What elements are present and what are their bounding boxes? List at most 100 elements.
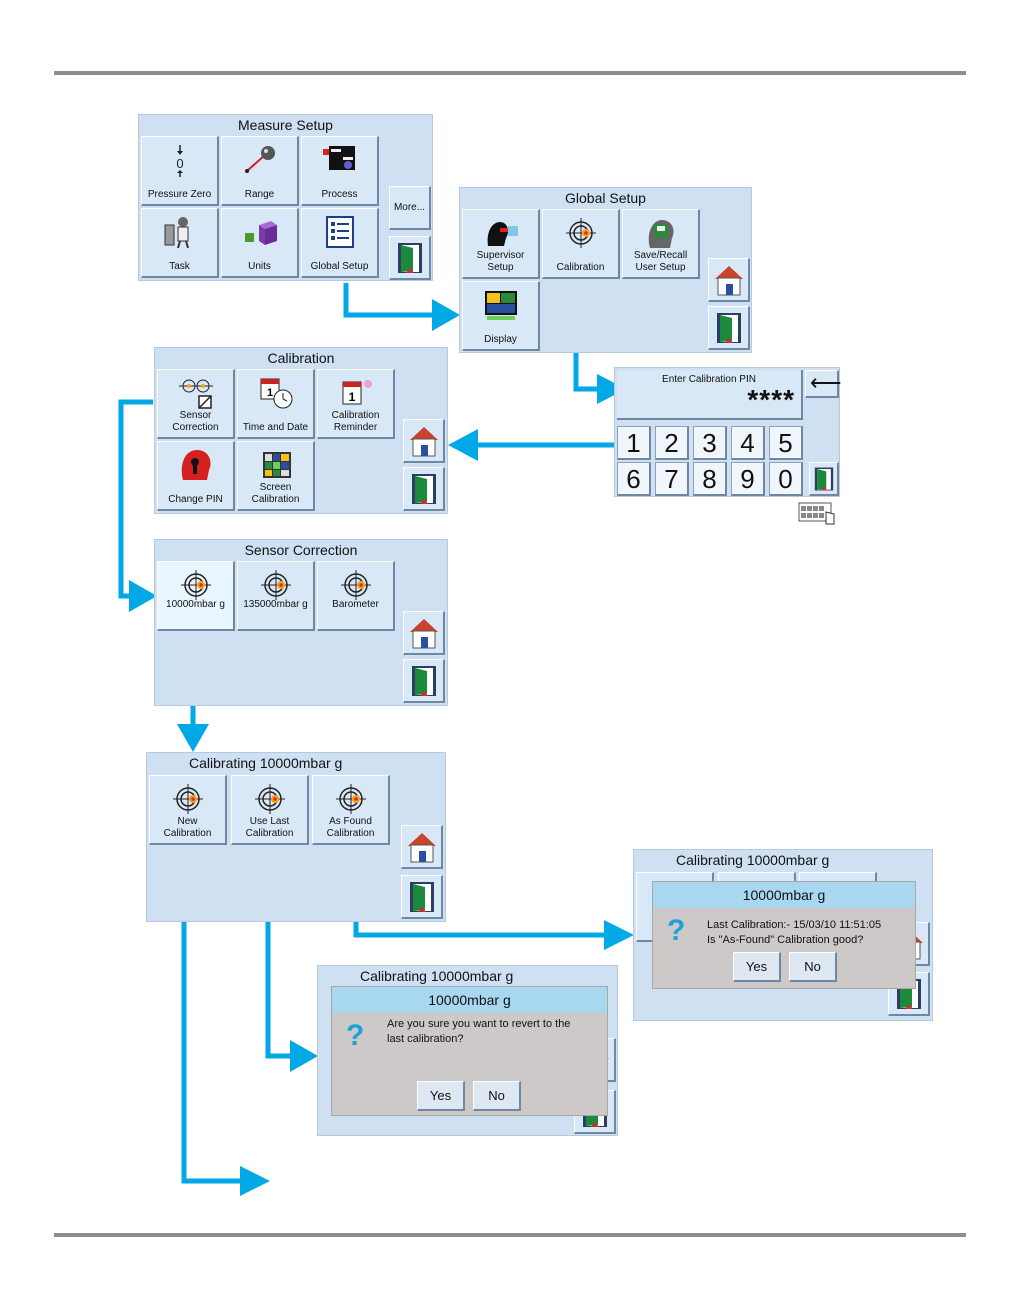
screen-calibration-button[interactable]: Screen Calibration <box>237 441 315 511</box>
pin-value: **** <box>747 384 795 415</box>
supervisor-setup-button[interactable]: Supervisor Setup <box>462 209 540 279</box>
arrowhead-6 <box>604 920 634 950</box>
dialog-header: 10000mbar g <box>332 987 607 1013</box>
units-button[interactable]: Units <box>221 208 299 278</box>
key-2[interactable]: 2 <box>655 426 689 460</box>
door-icon <box>398 243 422 273</box>
calibration-panel: Calibration Sensor Correction 1 Time and… <box>154 347 448 514</box>
target-icon <box>337 568 375 602</box>
door-icon <box>412 666 436 696</box>
process-button[interactable]: Process <box>301 136 379 206</box>
measure-setup-panel: Measure Setup 0 Pressure Zero Range Proc… <box>138 114 433 281</box>
zero-icon: 0 <box>161 143 199 177</box>
exit-button[interactable] <box>809 462 839 496</box>
exit-button[interactable] <box>401 875 443 919</box>
exit-button[interactable] <box>403 467 445 511</box>
display-button[interactable]: Display <box>462 281 540 351</box>
use-last-calibration-button[interactable]: Use Last Calibration <box>231 775 309 845</box>
calibration-reminder-button[interactable]: 1 Calibration Reminder <box>317 369 395 439</box>
pin-entry-panel: Enter Calibration PIN **** ⟵ 1 2 3 4 5 6… <box>614 367 842 497</box>
no-button[interactable]: No <box>473 1081 521 1111</box>
change-pin-button[interactable]: Change PIN <box>157 441 235 511</box>
sensor-135000-button[interactable]: 135000mbar g <box>237 561 315 631</box>
zero-glyph: 0 <box>176 156 183 171</box>
key-1[interactable]: 1 <box>617 426 651 460</box>
button-label: Range <box>244 189 275 200</box>
button-label: 135000mbar g <box>243 599 308 610</box>
exit-button[interactable] <box>708 306 750 350</box>
button-label: Supervisor Setup <box>476 250 525 273</box>
save-recall-button[interactable]: Save/Recall User Setup <box>622 209 700 279</box>
home-button[interactable] <box>708 258 750 302</box>
button-label: New Calibration <box>163 816 212 839</box>
key-9[interactable]: 9 <box>731 462 765 496</box>
yes-button[interactable]: Yes <box>417 1081 465 1111</box>
button-label: Change PIN <box>168 494 223 505</box>
button-label: Global Setup <box>310 261 369 272</box>
checklist-icon <box>321 215 359 249</box>
panel-title: Measure Setup <box>238 117 333 133</box>
key-3[interactable]: 3 <box>693 426 727 460</box>
home-button[interactable] <box>403 419 445 463</box>
new-calibration-button[interactable]: New Calibration <box>149 775 227 845</box>
arrowhead-1 <box>432 299 460 331</box>
key-6[interactable]: 6 <box>617 462 651 496</box>
arrowhead-4 <box>129 580 157 612</box>
button-label: 10000mbar g <box>166 599 225 610</box>
as-found-screen: Calibrating 10000mbar g 10000mbar g ? La… <box>633 849 933 1021</box>
target-icon <box>169 782 207 816</box>
button-label: Calibration <box>556 262 605 273</box>
pin-display[interactable]: Enter Calibration PIN **** <box>617 370 803 420</box>
as-found-calibration-button[interactable]: As Found Calibration <box>312 775 390 845</box>
no-button[interactable]: No <box>789 952 837 982</box>
yes-button[interactable]: Yes <box>733 952 781 982</box>
home-button[interactable] <box>403 611 445 655</box>
arrow-sensorcorr-to-sensor <box>118 399 153 599</box>
target-icon <box>177 568 215 602</box>
svg-text:1: 1 <box>266 387 272 399</box>
exit-button[interactable] <box>389 236 431 280</box>
key-8[interactable]: 8 <box>693 462 727 496</box>
target-icon <box>251 782 289 816</box>
reminder-icon: 1 <box>337 376 375 410</box>
process-icon <box>321 143 359 177</box>
home-icon <box>407 832 437 863</box>
backspace-button[interactable]: ⟵ <box>805 370 842 398</box>
arrowhead-8 <box>240 1166 270 1196</box>
calibrating-panel: Calibrating 10000mbar g New Calibration … <box>146 752 446 922</box>
arrowhead-7 <box>290 1040 318 1072</box>
home-button[interactable] <box>401 825 443 869</box>
range-button[interactable]: Range <box>221 136 299 206</box>
key-5[interactable]: 5 <box>769 426 803 460</box>
sensor-correction-button[interactable]: Sensor Correction <box>157 369 235 439</box>
button-label: Display <box>484 334 517 345</box>
task-button[interactable]: Task <box>141 208 219 278</box>
key-7[interactable]: 7 <box>655 462 689 496</box>
units-icon <box>241 215 279 249</box>
arrowhead-3 <box>448 429 478 461</box>
button-label: Use Last Calibration <box>245 816 294 839</box>
sensor-correction-panel: Sensor Correction 10000mbar g 135000mbar… <box>154 539 448 706</box>
button-label: Time and Date <box>242 422 309 433</box>
time-and-date-button[interactable]: 1 Time and Date <box>237 369 315 439</box>
pressure-zero-button[interactable]: 0 Pressure Zero <box>141 136 219 206</box>
save-recall-icon <box>642 216 680 250</box>
more-button[interactable]: More... <box>389 186 431 230</box>
display-icon <box>482 288 520 322</box>
sensor-10000-button[interactable]: 10000mbar g <box>157 561 235 631</box>
global-setup-button[interactable]: Global Setup <box>301 208 379 278</box>
key-4[interactable]: 4 <box>731 426 765 460</box>
svg-text:1: 1 <box>348 390 355 404</box>
exit-button[interactable] <box>403 659 445 703</box>
calibration-button[interactable]: Calibration <box>542 209 620 279</box>
button-label: Calibration Reminder <box>331 410 380 433</box>
keypad-touch-icon <box>798 500 838 526</box>
barometer-button[interactable]: Barometer <box>317 561 395 631</box>
target-icon <box>257 568 295 602</box>
key-0[interactable]: 0 <box>769 462 803 496</box>
panel-title: Calibrating 10000mbar g <box>360 968 514 984</box>
pin-lock-icon <box>177 448 215 482</box>
range-icon <box>241 143 279 177</box>
button-label: Save/Recall User Setup <box>633 250 688 273</box>
global-setup-panel: Global Setup Supervisor Setup Calibratio… <box>459 187 752 353</box>
